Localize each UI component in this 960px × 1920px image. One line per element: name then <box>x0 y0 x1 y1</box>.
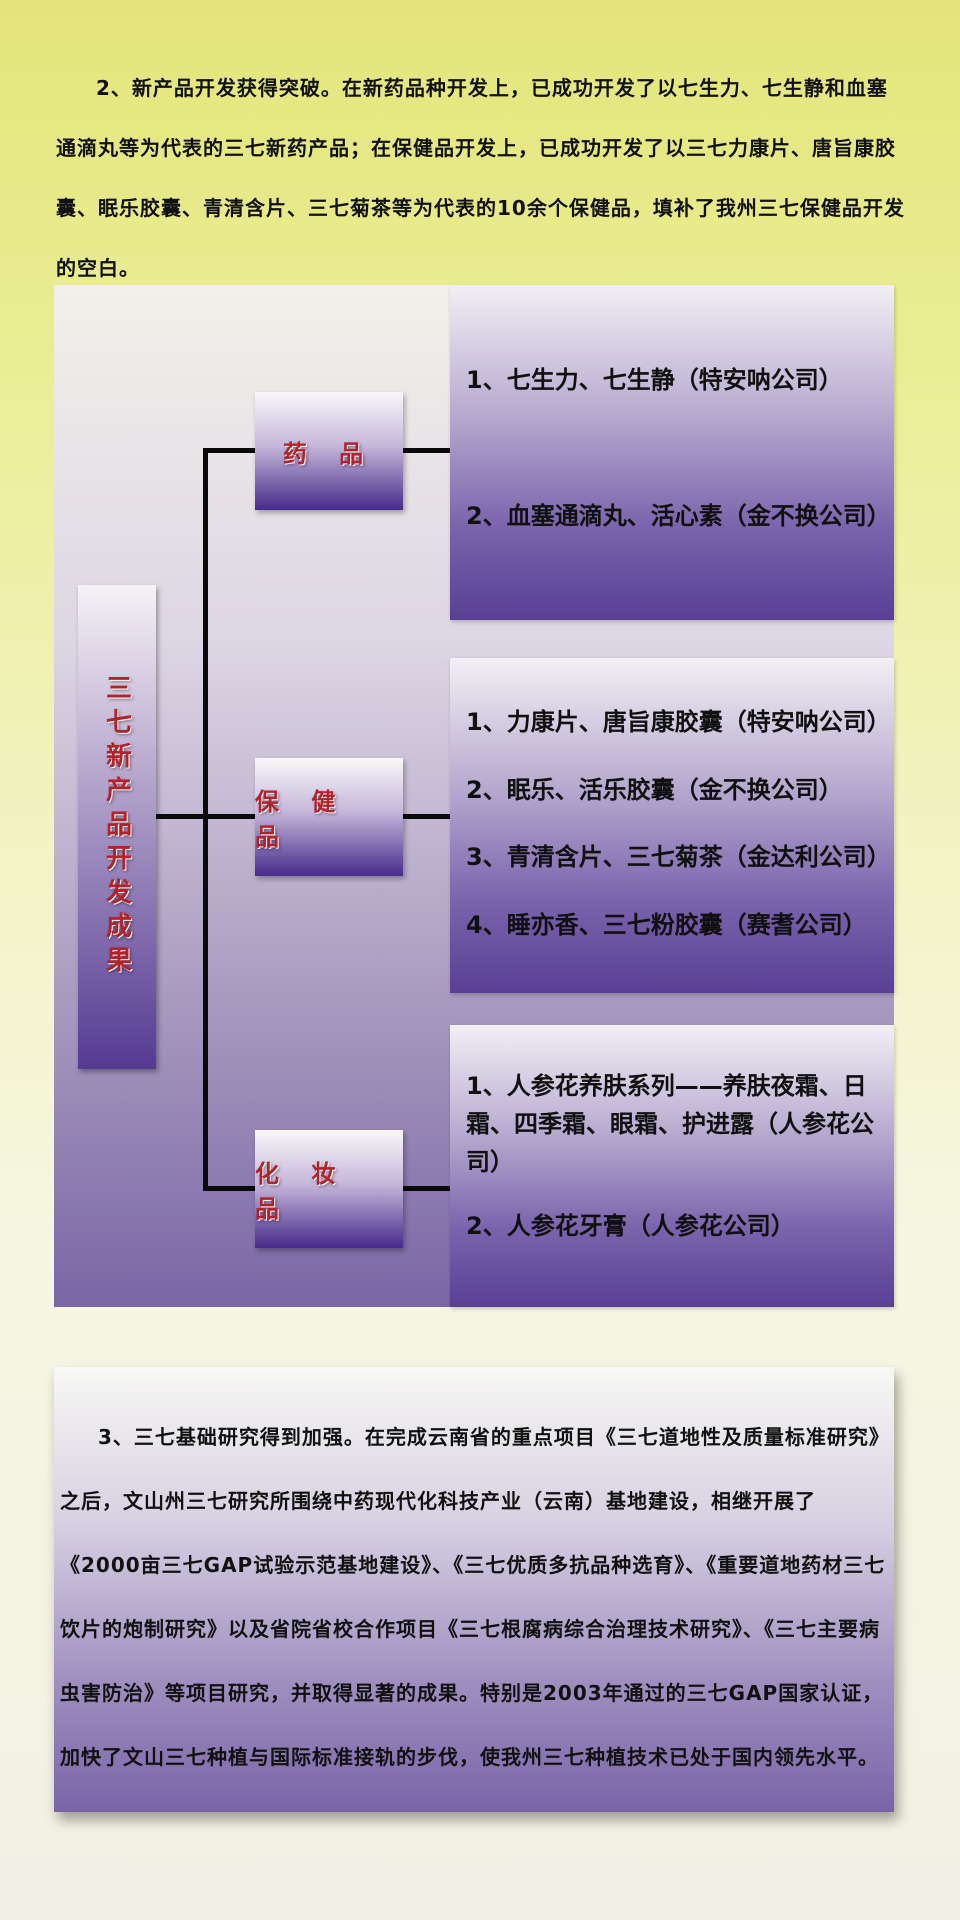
health-item-1: 1、力康片、唐旨康胶囊（特安呐公司） <box>466 708 891 736</box>
root-node-label: 三七新产品开发成果 <box>101 674 132 980</box>
connector-drugs-to-items <box>403 448 450 453</box>
research-panel: 3、三七基础研究得到加强。在完成云南省的重点项目《三七道地性及质量标准研究》之后… <box>54 1367 894 1812</box>
root-node: 三七新产品开发成果 <box>78 585 156 1069</box>
items-box-cosmetics: 1、人参花养肤系列——养肤夜霜、日霜、四季霜、眼霜、护进露（人参花公司） 2、人… <box>450 1025 894 1307</box>
health-item-3: 3、青清含片、三七菊茶（金达利公司） <box>466 843 891 871</box>
connector-trunk-to-cosmetics <box>203 1186 255 1191</box>
connector-trunk-to-drugs <box>203 448 255 453</box>
category-label-drugs: 药 品 <box>282 439 376 468</box>
connector-cosmetics-to-items <box>403 1186 450 1191</box>
category-node-drugs: 药 品 <box>255 392 403 510</box>
connector-trunk <box>203 448 208 1191</box>
connector-health-to-items <box>403 814 450 819</box>
intro-paragraph: 2、新产品开发获得突破。在新药品种开发上，已成功开发了以七生力、七生静和血塞通滴… <box>56 76 905 280</box>
category-label-cosmetics: 化 妆 品 <box>255 1160 348 1223</box>
category-label-health-products: 保 健 品 <box>255 788 348 851</box>
connector-trunk-to-health <box>203 814 255 819</box>
items-box-drugs: 1、七生力、七生静（特安呐公司） 2、血塞通滴丸、活心素（金不换公司） <box>450 285 894 620</box>
research-paragraph: 3、三七基础研究得到加强。在完成云南省的重点项目《三七道地性及质量标准研究》之后… <box>60 1425 890 1769</box>
drug-item-2: 2、血塞通滴丸、活心素（金不换公司） <box>466 502 891 530</box>
health-item-2: 2、眠乐、活乐胶囊（金不换公司） <box>466 776 843 804</box>
connector-root-to-trunk <box>156 814 206 819</box>
cosmetic-item-2: 2、人参花牙膏（人参花公司） <box>466 1212 795 1240</box>
items-box-health-products: 1、力康片、唐旨康胶囊（特安呐公司） 2、眠乐、活乐胶囊（金不换公司） 3、青清… <box>450 658 894 993</box>
health-item-4: 4、睡亦香、三七粉胶囊（赛耆公司） <box>466 911 867 939</box>
cosmetic-item-1: 1、人参花养肤系列——养肤夜霜、日霜、四季霜、眼霜、护进露（人参花公司） <box>466 1072 874 1176</box>
category-node-cosmetics: 化 妆 品 <box>255 1130 403 1248</box>
category-node-health-products: 保 健 品 <box>255 758 403 876</box>
drug-item-1: 1、七生力、七生静（特安呐公司） <box>466 366 843 394</box>
